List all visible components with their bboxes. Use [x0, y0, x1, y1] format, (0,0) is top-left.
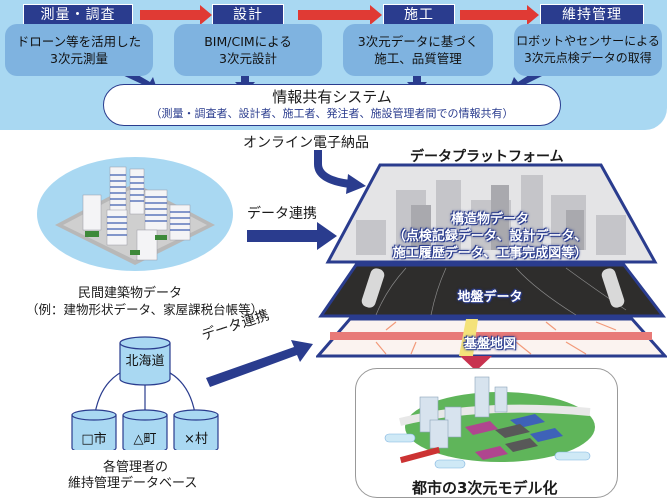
down-arrow	[460, 356, 492, 371]
stage-box-design: BIM/CIMによる 3次元設計	[174, 24, 322, 76]
structure-data-title: 構造物データ	[450, 212, 529, 227]
stage-desc-line2: 施工、品質管理	[374, 51, 462, 66]
data-link-arrow-databases	[206, 340, 313, 387]
info-system-title: 情報共有システム	[272, 88, 392, 106]
stage-box-maintenance: ロボットやセンサーによる 3次元点検データの取得	[514, 24, 662, 76]
city-model-title: 都市の3次元モデル化	[412, 479, 558, 497]
stage-desc-line1: BIM/CIMによる	[204, 34, 292, 49]
info-sharing-system: 情報共有システム （測量・調査者、設計者、施工者、発注者、施設管理者間での情報共…	[103, 84, 561, 126]
red-arrow-1	[140, 5, 212, 25]
info-system-subtitle: （測量・調査者、設計者、施工者、発注者、施設管理者間での情報共有）	[150, 107, 514, 120]
stage-label-survey: 測量・調査	[23, 4, 133, 25]
data-link-label-buildings: データ連携	[247, 206, 317, 222]
structure-data-detail-1: （点検記録データ、設計データ、	[392, 229, 588, 244]
private-buildings-subtitle: （例：建物形状データ、家屋課税台帳等）	[26, 302, 264, 317]
databases-caption-2: 維持管理データベース	[68, 476, 198, 491]
platform-title: データプラットフォーム	[410, 149, 564, 165]
stage-desc-line2: 3次元設計	[219, 51, 277, 66]
stage-desc-line1: ドローン等を活用した	[16, 34, 142, 49]
red-arrow-3	[460, 5, 539, 25]
private-buildings-illustration	[37, 157, 233, 271]
ground-data-title: 地盤データ	[457, 290, 523, 305]
structure-data-detail-2: 施工履歴データ、工事完成図等）	[392, 246, 588, 261]
ground-data-layer	[318, 263, 667, 318]
platform-layers	[316, 163, 667, 358]
online-delivery-label: オンライン電子納品	[243, 135, 369, 151]
db-child-cylinder-1	[71, 409, 117, 450]
stage-desc-line1: 3次元データに基づく	[357, 34, 479, 49]
base-map-layer	[316, 317, 667, 358]
db-child-cylinder-2	[122, 409, 168, 450]
db-child-label-town: △町	[133, 432, 157, 447]
database-tree	[71, 336, 219, 450]
stage-label-maintenance: 維持管理	[540, 4, 644, 25]
data-link-arrow-buildings	[247, 222, 337, 250]
stage-label-design: 設計	[212, 4, 284, 25]
private-buildings-title: 民間建築物データ	[78, 286, 183, 301]
red-arrow-2	[298, 5, 382, 25]
base-map-title: 基盤地図	[463, 337, 516, 352]
db-child-label-city: □市	[81, 432, 107, 447]
db-child-cylinder-3	[173, 409, 219, 450]
stage-desc-line1: ロボットやセンサーによる	[516, 34, 660, 48]
db-child-label-village: ×村	[184, 432, 208, 447]
stage-desc-line2: 3次元測量	[50, 51, 108, 66]
online-delivery-arrow	[314, 150, 366, 194]
stage-box-survey: ドローン等を活用した 3次元測量	[5, 24, 153, 76]
db-root-cylinder	[119, 336, 171, 386]
city-model-illustration	[384, 376, 595, 469]
structure-data-layer	[325, 163, 658, 264]
stage-label-construction: 施工	[383, 4, 455, 25]
stage-desc-line2: 3次元点検データの取得	[524, 51, 652, 65]
databases-caption-1: 各管理者の	[103, 460, 169, 475]
db-root-label: 北海道	[125, 354, 165, 369]
stage-box-construction: 3次元データに基づく 施工、品質管理	[343, 24, 493, 76]
